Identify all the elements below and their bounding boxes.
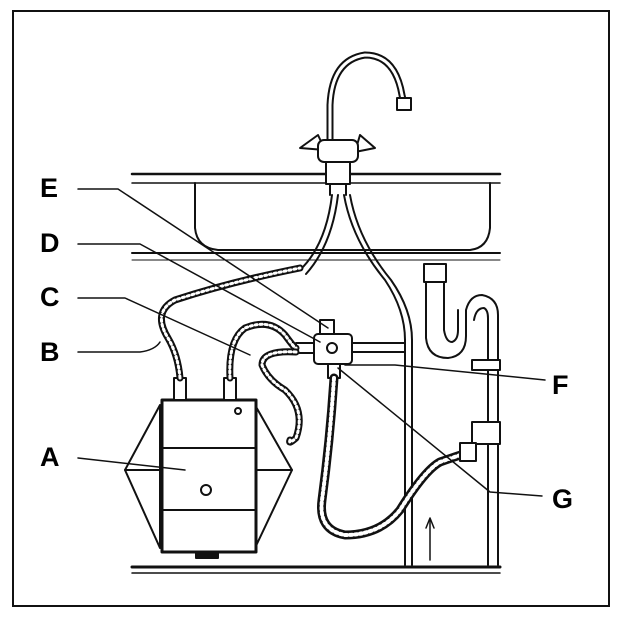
faucet-supply-tubes: [299, 194, 413, 566]
sink-basin: [130, 172, 502, 261]
faucet-icon: [299, 51, 412, 196]
leader-c: [77, 297, 251, 356]
leader-f: [344, 364, 546, 381]
label-e: E: [40, 173, 59, 203]
label-a: A: [40, 442, 60, 472]
braided-hose-b: [157, 264, 304, 382]
label-b: B: [40, 337, 60, 367]
label-d: D: [40, 228, 60, 258]
label-f: F: [552, 370, 569, 400]
leader-lines: [77, 188, 546, 497]
flow-arrow-icon: [425, 517, 435, 561]
leader-e: [77, 188, 329, 329]
siphon-trap: [423, 263, 501, 566]
water-heater-icon: [124, 377, 293, 559]
label-c: C: [40, 282, 60, 312]
leader-g: [337, 367, 543, 497]
leader-d: [77, 243, 321, 343]
label-g: G: [552, 484, 574, 514]
diagram-frame: [12, 10, 610, 607]
braided-hose-return: [258, 348, 303, 446]
drain-hose: [316, 373, 477, 540]
supply-line: [349, 342, 406, 353]
floor-line: [130, 565, 502, 574]
leader-a: [77, 457, 186, 471]
leader-b: [77, 341, 161, 353]
mixer-valve-icon: [295, 319, 353, 379]
